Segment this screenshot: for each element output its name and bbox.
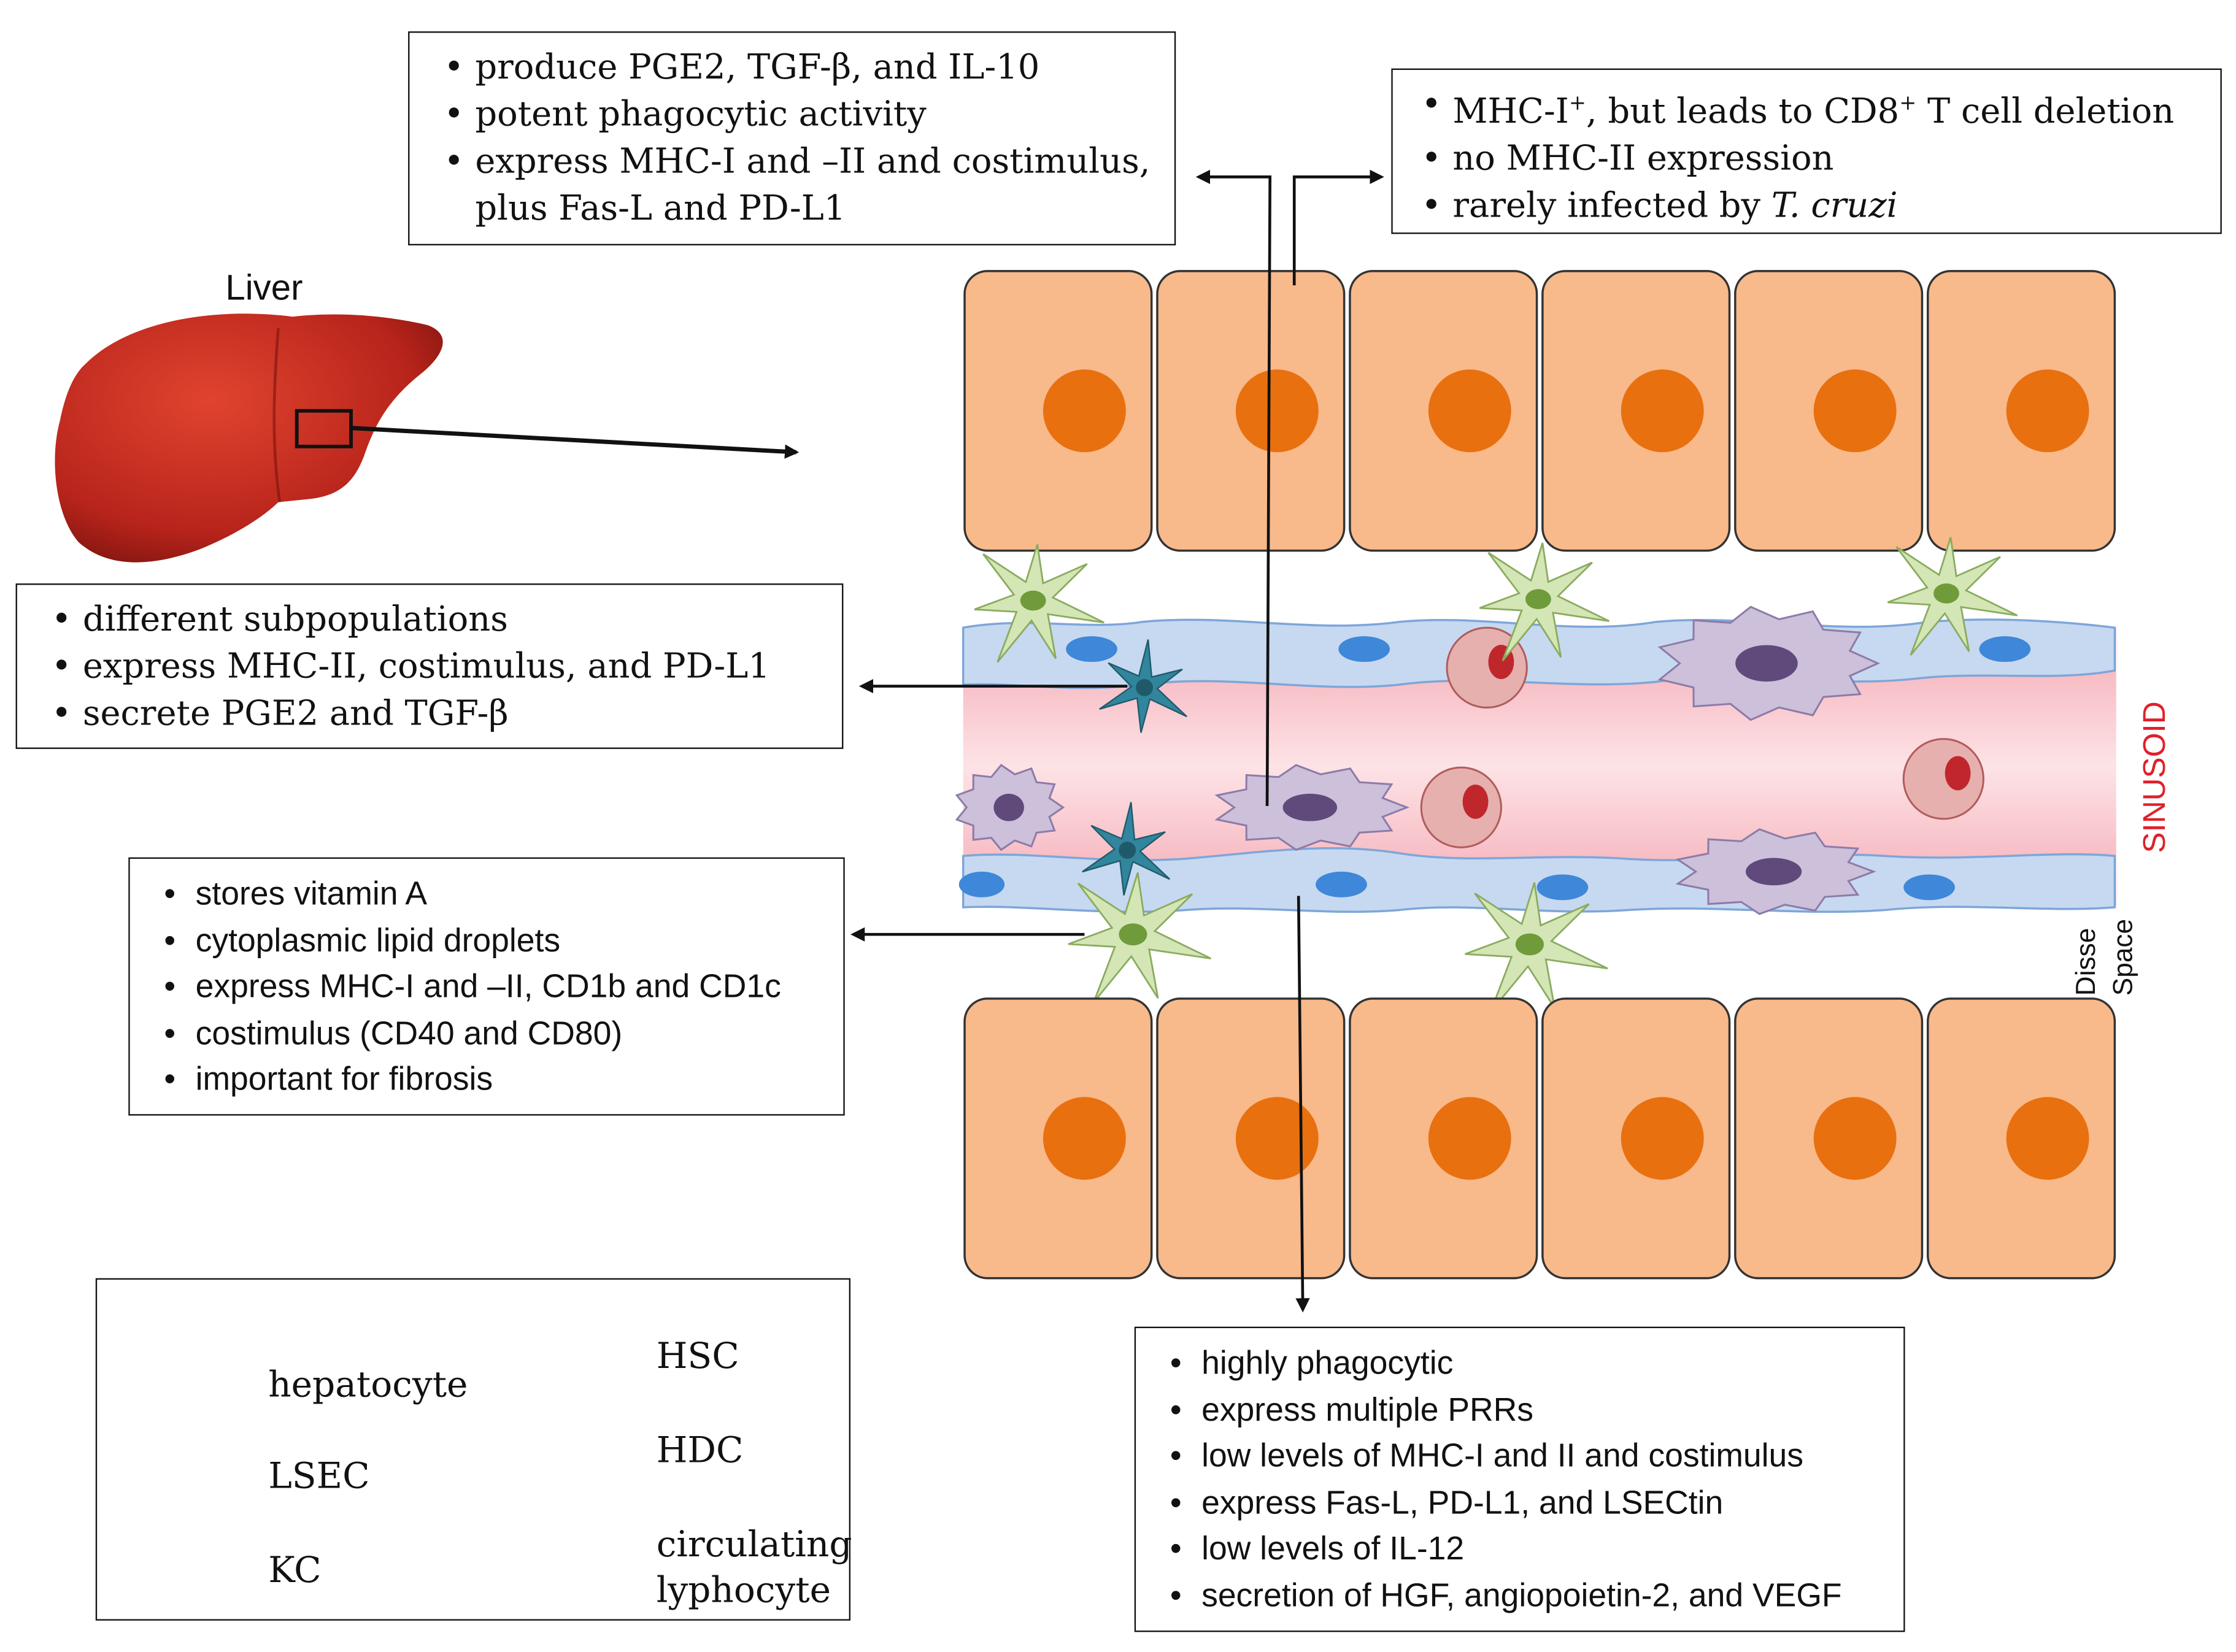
kupffer-cell [955, 764, 1065, 851]
hepatocyte [1541, 997, 1731, 1280]
hdc-item-2: express MHC-II, costimulus, and PD-L1 [40, 644, 842, 691]
hdc-item-3: secrete PGE2 and TGF-β [40, 691, 842, 738]
kupffer-cell [1657, 605, 1881, 721]
hepatocyte-box: MHC-I+, but leads to CD8+ T cell deletio… [1391, 68, 2222, 234]
hepatocyte [1156, 270, 1346, 552]
hep-item-1: MHC-I+, but leads to CD8+ T cell deletio… [1410, 82, 2221, 136]
circulating-lymphocyte [1420, 766, 1502, 848]
legend-box [95, 1278, 850, 1621]
disse-label-line2: Space [2109, 918, 2139, 996]
hepatic-dendritic-cell [1099, 639, 1187, 733]
hepatic-stellate-cell [1068, 872, 1212, 1003]
hepatocyte [963, 270, 1153, 552]
legend-lsec-label: LSEC [268, 1455, 370, 1497]
hep-item-3: rarely infected by T. cruzi [1410, 183, 2221, 230]
sinusoid-label: SINUSOID [2136, 701, 2172, 853]
circulating-lymphocyte [1902, 738, 1984, 820]
lsec-item-4: express Fas-L, PD-L1, and LSECtin [1158, 1478, 1903, 1525]
kc-item-1: produce PGE2, TGF-β, and IL-10 [433, 44, 1174, 91]
hepatic-stellate-cell [974, 544, 1105, 663]
hsc-item-3: express MHC-I and –II, CD1b and CD1c [153, 963, 844, 1010]
lymphocytes [1420, 626, 1984, 848]
hsc-item-2: cytoplasmic lipid droplets [153, 916, 844, 963]
legend-hdc-label: HDC [656, 1429, 744, 1471]
lsec-item-6: secretion of HGF, angiopoietin-2, and VE… [1158, 1572, 1903, 1618]
dendritic-cells [1082, 639, 1187, 896]
hepatocyte [1927, 270, 2116, 552]
hsc-box: stores vitamin A cytoplasmic lipid dropl… [128, 857, 845, 1116]
kc-item-3: express MHC-I and –II and costimulus, [433, 139, 1174, 186]
legend-kc-label: KC [268, 1549, 322, 1591]
kc-item-3-continued: plus Fas-L and PD-L1 [475, 188, 846, 229]
hepatocyte [1349, 270, 1538, 552]
hepatocytes-top [963, 270, 2116, 552]
liver-label: Liver [225, 268, 303, 309]
legend-lymphocyte-label-line2: lyphocyte [656, 1569, 831, 1611]
hsc-item-5: important for fibrosis [153, 1056, 844, 1102]
hepatic-dendritic-cell [1082, 802, 1171, 896]
lsec-item-5: low levels of IL-12 [1158, 1525, 1903, 1572]
hepatocyte [1734, 997, 1924, 1280]
hdc-item-1: different subpopulations [40, 596, 842, 644]
kupffer-cell [1214, 764, 1410, 851]
legend-hepatocyte-label: hepatocyte [268, 1364, 468, 1405]
hepatocytes-bottom [963, 997, 2116, 1280]
hepatocyte [963, 997, 1153, 1280]
hepatic-stellate-cell [1887, 537, 2018, 656]
connector-arrows [850, 169, 1384, 1313]
hsc-item-1: stores vitamin A [153, 870, 844, 917]
hsc-item-4: costimulus (CD40 and CD80) [153, 1009, 844, 1056]
hdc-box: different subpopulations express MHC-II,… [15, 583, 844, 749]
hepatocyte [1734, 270, 1924, 552]
legend-hsc-label: HSC [656, 1335, 739, 1377]
kc-item-2: potent phagocytic activity [433, 91, 1174, 139]
kupffer-cells [955, 605, 1881, 915]
hepatocyte [1927, 997, 2116, 1280]
lsec-item-3: low levels of MHC-I and II and costimulu… [1158, 1432, 1903, 1479]
hep-item-2: no MHC-II expression [1410, 136, 2221, 183]
hepatic-stellate-cell [1465, 882, 1608, 1013]
hepatocyte [1541, 270, 1731, 552]
lsec-box: highly phagocytic express multiple PRRs … [1134, 1326, 1905, 1632]
lsec-item-2: express multiple PRRs [1158, 1386, 1903, 1432]
hepatic-stellate-cell [1479, 542, 1610, 662]
liver-organ [55, 313, 800, 563]
disse-label-line1: Disse [2072, 928, 2102, 996]
stellate-cells [974, 537, 2018, 1013]
legend-lymphocyte-label-line1: circulating [656, 1523, 852, 1566]
kupffer-cell [1675, 828, 1876, 915]
hepatocyte [1156, 997, 1346, 1280]
hepatocyte [1349, 997, 1538, 1280]
kupffer-cell-box: produce PGE2, TGF-β, and IL-10 potent ph… [408, 31, 1176, 245]
lsec-item-1: highly phagocytic [1158, 1340, 1903, 1386]
